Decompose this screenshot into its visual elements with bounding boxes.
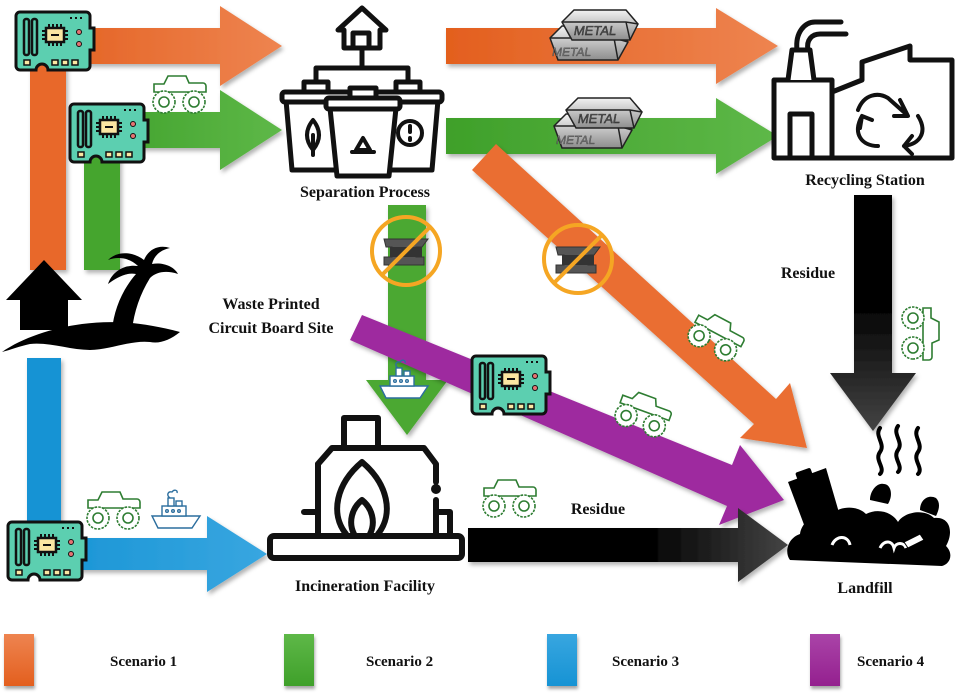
residue-label-incineration: Residue [570,501,626,518]
flow-scenario1-separation-to-landfill [472,144,807,448]
recycling-factory-icon [771,19,955,161]
pcb-icon [470,354,552,416]
incineration-facility-label: Incineration Facility [295,578,435,595]
legend-swatch-scenario-2 [284,634,314,686]
pcb-icon [68,102,150,164]
legend-label-scenario-3: Scenario 3 [612,654,680,670]
flow-scenario4-site-to-landfill [350,315,784,525]
truck-icon [482,479,537,518]
pcb-icon [14,10,96,72]
separation-process-label: Separation Process [300,184,430,201]
flow-residue-incineration-to-landfill [468,508,788,582]
incinerator-icon [267,415,465,561]
legend-swatch-scenario-1 [4,634,34,686]
flow-residue-recycling-to-landfill [830,195,916,431]
flow-scenario3-site-to-incineration [27,358,267,592]
truck-icon [152,75,207,114]
landfill-icon [787,424,951,566]
truck-icon [901,306,940,361]
legend-label-scenario-2: Scenario 2 [366,654,434,670]
pcb-icon [6,520,88,582]
legend-label-scenario-4: Scenario 4 [857,654,925,670]
legend-swatch-scenario-4 [810,634,840,686]
flow-scenario1-site-to-separation [30,6,282,270]
landfill-label: Landfill [837,580,893,597]
recycling-station-label: Recycling Station [805,172,925,189]
truck-icon [86,491,141,530]
residue-label-recycling: Residue [780,265,836,282]
flow-scenario2-separation-to-incineration [366,205,448,435]
site-label-line2: Circuit Board Site [208,320,334,337]
legend-swatch-scenario-3 [547,634,577,686]
ship-icon [151,489,201,529]
site-label-line1: Waste Printed [222,296,320,313]
sorting-bins-icon [279,5,445,179]
legend-label-scenario-1: Scenario 1 [110,654,178,670]
island-house-icon [2,246,180,352]
